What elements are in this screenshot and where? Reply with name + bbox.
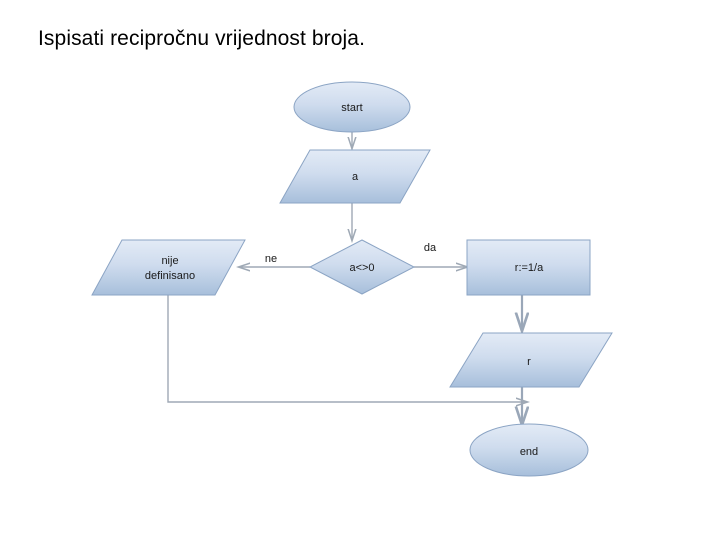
assign-rectangle-shape bbox=[466, 239, 591, 296]
input-a-label: a bbox=[352, 171, 359, 183]
start-ellipse-shape bbox=[293, 81, 411, 133]
connector-undefined-to-end bbox=[167, 295, 527, 402]
node-start[interactable]: start bbox=[293, 81, 411, 133]
node-decision[interactable]: a<>0 bbox=[308, 239, 416, 295]
decision-label: a<>0 bbox=[349, 262, 374, 274]
node-input-a[interactable]: a bbox=[279, 149, 431, 204]
end-label: end bbox=[520, 446, 538, 458]
node-output-r[interactable]: r bbox=[449, 332, 613, 388]
node-undefined[interactable]: nije definisano bbox=[91, 239, 246, 296]
output-parallelogram-shape bbox=[449, 332, 613, 388]
undefined-label-line2: definisano bbox=[145, 270, 195, 282]
edge-label-ne: ne bbox=[265, 253, 277, 265]
end-ellipse-shape bbox=[469, 423, 589, 477]
start-label: start bbox=[341, 102, 362, 114]
node-end[interactable]: end bbox=[469, 423, 589, 477]
undefined-label-line1: nije bbox=[161, 255, 178, 267]
decision-diamond-shape bbox=[308, 239, 416, 295]
undefined-parallelogram-shape bbox=[91, 239, 246, 296]
node-assign[interactable]: r:=1/a bbox=[466, 239, 591, 296]
edge-label-da: da bbox=[424, 242, 437, 254]
input-parallelogram-shape bbox=[279, 149, 431, 204]
output-r-label: r bbox=[527, 356, 531, 368]
assign-label: r:=1/a bbox=[515, 262, 544, 274]
page-title: Ispisati recipročnu vrijednost broja. bbox=[38, 27, 366, 50]
